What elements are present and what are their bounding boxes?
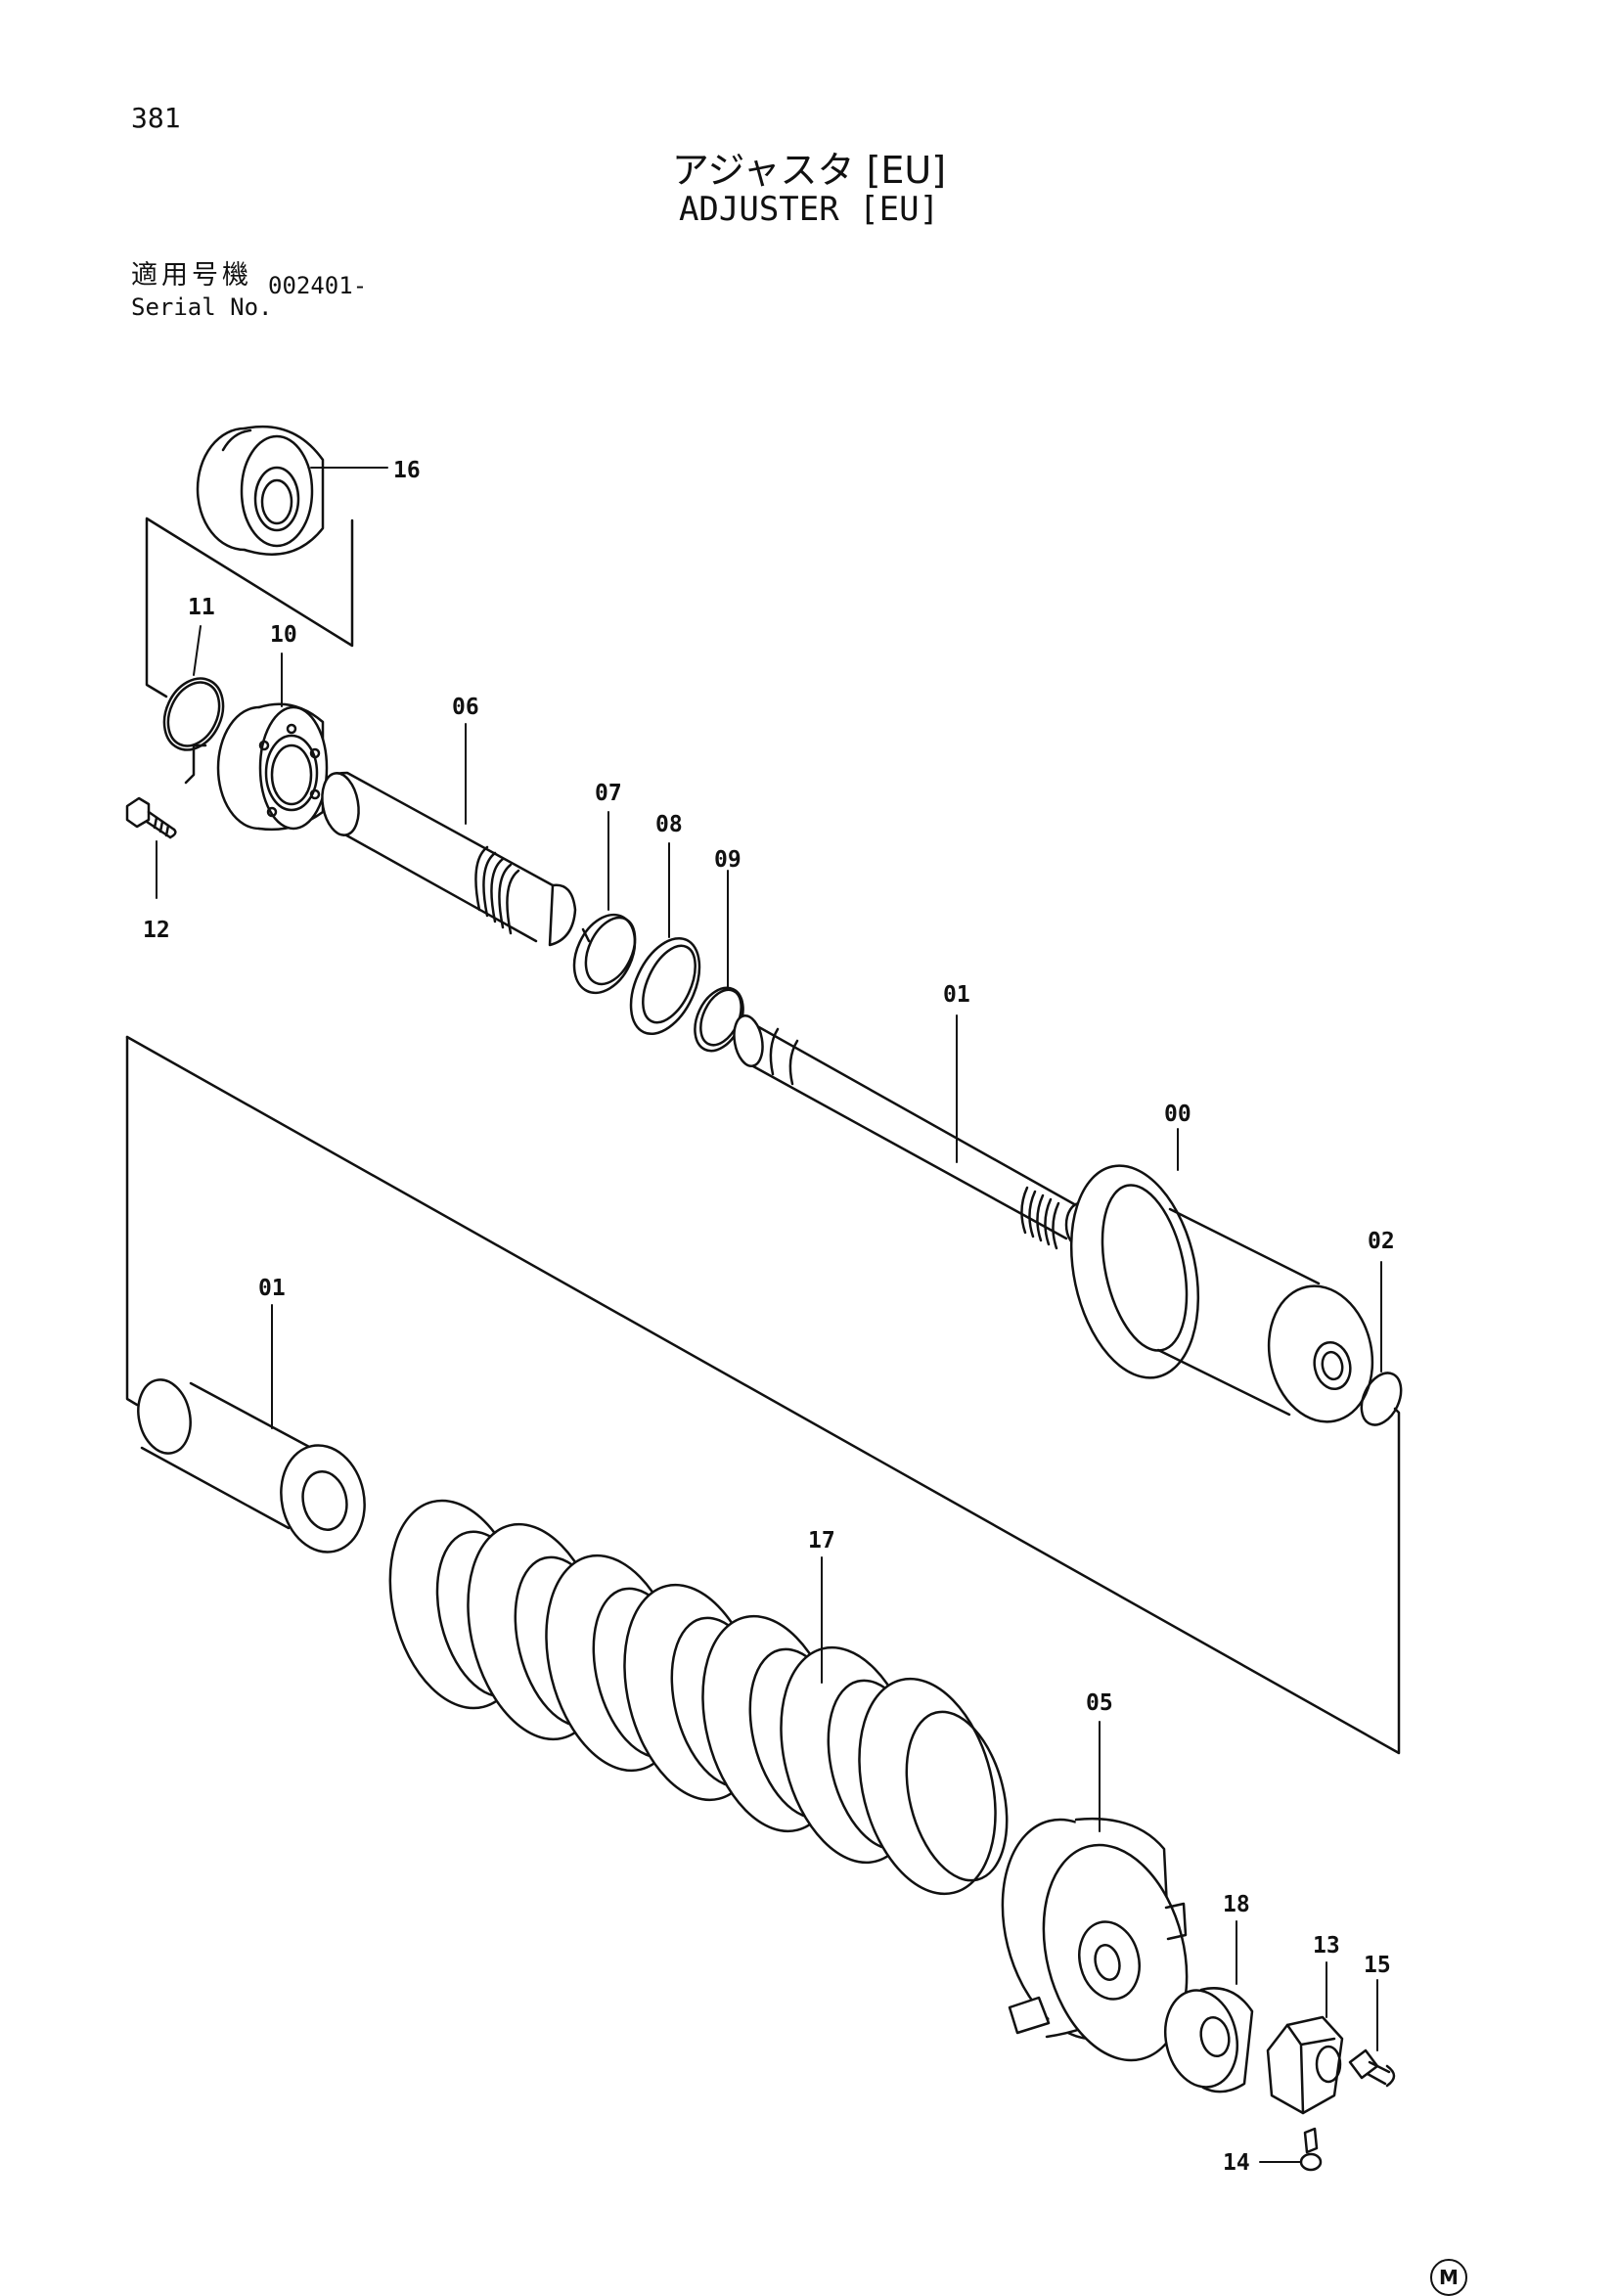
part-10-flange-housing <box>216 702 329 832</box>
callout-10: 10 <box>270 622 297 648</box>
callout-06: 06 <box>452 695 479 720</box>
manufacturer-mark: M <box>1430 2259 1467 2296</box>
callout-09: 09 <box>714 847 742 873</box>
callout-02: 02 <box>1368 1229 1395 1254</box>
callout-05: 05 <box>1086 1690 1113 1716</box>
part-00-body <box>1069 1164 1374 1423</box>
page-number: 381 <box>131 102 181 134</box>
part-16-cover <box>196 425 325 556</box>
callout-17: 17 <box>808 1528 835 1553</box>
part-01-rod <box>733 1014 1096 1250</box>
callout-08: 08 <box>655 812 683 837</box>
callout-07: 07 <box>595 781 622 806</box>
serial-label-english: Serial No. <box>131 293 273 321</box>
bracket-line-16 <box>145 517 354 698</box>
bracket-line-assembly <box>125 1035 1401 1755</box>
callout-14: 14 <box>1223 2150 1250 2176</box>
part-06-cylinder <box>321 771 577 947</box>
callout-12: 12 <box>143 918 170 943</box>
callout-01-sleeve: 01 <box>258 1276 286 1301</box>
part-11-o-ring <box>162 677 225 751</box>
part-07-split-ring <box>572 913 637 995</box>
part-12-bolt <box>125 796 177 839</box>
manufacturer-mark-letter: M <box>1439 2266 1459 2289</box>
part-14-plug <box>1299 2127 1323 2172</box>
page-title-english: ADJUSTER [EU] <box>678 190 940 229</box>
part-15-grease-fitting <box>1348 2048 1396 2088</box>
leader-lines <box>156 467 1382 2163</box>
part-02-o-ring <box>1360 1372 1403 1426</box>
part-13-hex-nut <box>1266 2015 1344 2115</box>
callout-11: 11 <box>188 595 215 620</box>
callout-01-rod: 01 <box>943 982 970 1008</box>
part-05-spring-seat <box>1001 1817 1189 2062</box>
part-17-spring <box>388 1499 1009 1896</box>
serial-label-japanese: 適用号機 <box>131 260 252 291</box>
callout-15: 15 <box>1364 1953 1391 1978</box>
callout-18: 18 <box>1223 1892 1250 1917</box>
page-title-japanese: アジャスタ [EU] <box>671 149 947 192</box>
part-01-sleeve <box>137 1378 366 1553</box>
callout-16: 16 <box>393 458 421 483</box>
callout-13: 13 <box>1313 1933 1340 1958</box>
callout-00: 00 <box>1164 1102 1191 1127</box>
serial-number-value: 002401- <box>268 272 368 299</box>
part-08-ring <box>629 936 701 1036</box>
part-18-bushing <box>1164 1987 1254 2093</box>
